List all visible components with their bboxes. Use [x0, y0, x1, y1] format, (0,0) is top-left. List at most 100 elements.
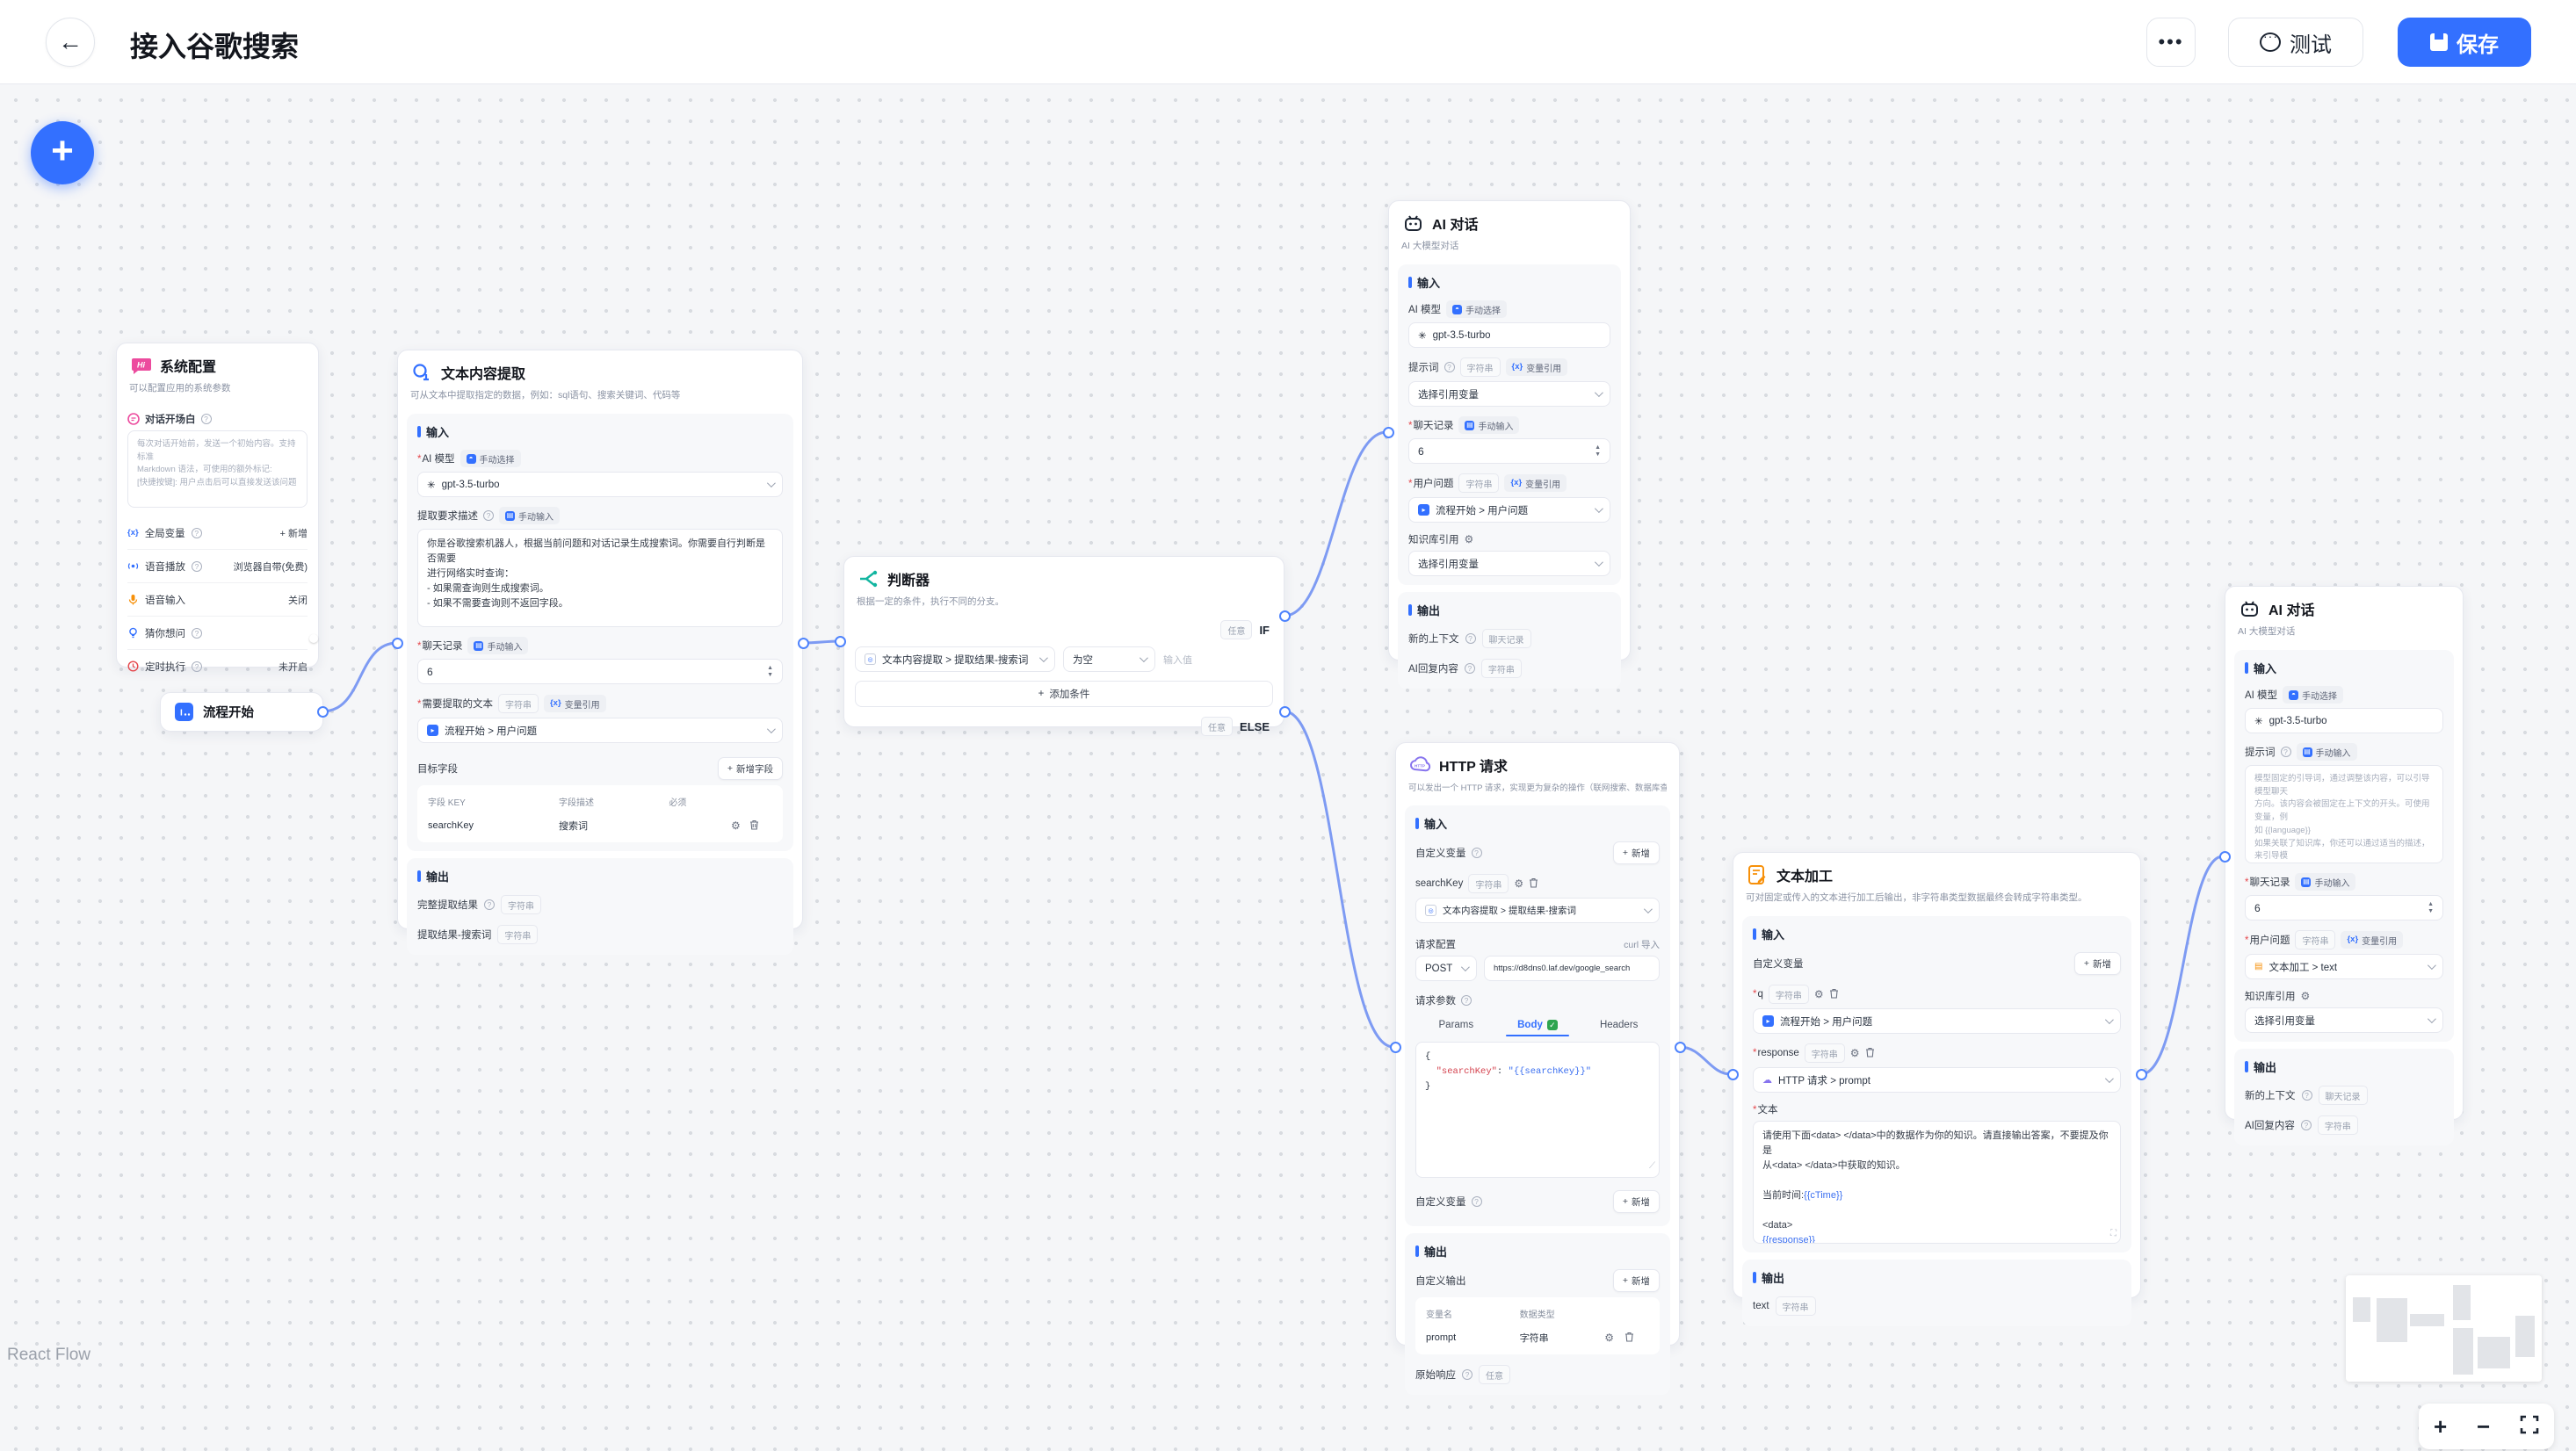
kb-ref-select[interactable]: 选择引用变量 — [1408, 551, 1610, 576]
row-guess-question[interactable]: 猜你想问 ? — [127, 616, 308, 649]
help-icon[interactable]: ? — [1465, 633, 1476, 644]
node-condition[interactable]: 判断器 根据一定的条件，执行不同的分支。 任意 IF ◎ 文本内容提取 > 提取… — [843, 556, 1284, 736]
trash-icon[interactable] — [1829, 988, 1839, 1001]
condition-value-input[interactable]: 输入值 — [1163, 654, 1192, 666]
handle-target[interactable] — [392, 638, 403, 649]
url-input[interactable]: https://d8dns0.laf.dev/google_search — [1484, 956, 1660, 981]
handle-source[interactable] — [798, 638, 809, 649]
curl-import-link[interactable]: curl 导入 — [1624, 939, 1660, 950]
help-icon[interactable]: ? — [1461, 995, 1472, 1006]
text-template-textarea[interactable]: 请使用下面<data> </data>中的数据作为你的知识。请直接输出答案，不要… — [1753, 1121, 2121, 1244]
handle-else-source[interactable] — [1279, 706, 1291, 718]
node-text-process[interactable]: 文本加工 可对固定或传入的文本进行加工后输出，非字符串类型数据最终会转成字符串类… — [1733, 852, 2141, 1326]
handle-source[interactable] — [2136, 1069, 2147, 1080]
add-variable-button[interactable]: +新增 — [1612, 841, 1660, 864]
add-field-button[interactable]: +新增字段 — [717, 757, 783, 780]
tab-body[interactable]: Body✓ — [1497, 1014, 1579, 1036]
opening-textarea[interactable]: 每次对话开始前，发送一个初始内容。支持标准 Markdown 语法，可使用的额外… — [127, 430, 308, 508]
gear-icon[interactable]: ⚙ — [1514, 877, 1524, 890]
condition-source-select[interactable]: ◎ 文本内容提取 > 提取结果-搜索词 — [855, 646, 1055, 672]
stepper-icons[interactable]: ▲▼ — [1595, 444, 1601, 458]
node-ai-chat-top[interactable]: AI 对话 AI 大模型对话 输入 AI 模型 ◓手动选择 ✳ gpt-3.5-… — [1388, 200, 1631, 689]
var-q-select[interactable]: ▸ 流程开始 > 用户问题 — [1753, 1008, 2121, 1034]
chat-history-input[interactable]: 6 ▲▼ — [417, 659, 783, 684]
handle-source[interactable] — [1675, 1042, 1686, 1053]
add-variable-button[interactable]: +新增 — [1612, 1190, 1660, 1213]
handle-target[interactable] — [835, 636, 846, 647]
row-action[interactable]: + 新增 — [279, 528, 308, 539]
table-row[interactable]: prompt 字符串 ⚙ — [1426, 1325, 1649, 1347]
resize-handle-icon[interactable]: ⟋ — [1649, 1162, 1655, 1172]
method-select[interactable]: POST — [1415, 956, 1477, 981]
model-select[interactable]: ✳ gpt-3.5-turbo — [417, 472, 783, 497]
handle-target[interactable] — [2219, 851, 2231, 863]
gear-icon[interactable]: ⚙ — [2300, 990, 2311, 1002]
tab-params[interactable]: Params — [1438, 1020, 1474, 1030]
table-row[interactable]: searchKey 搜索词 ⚙ — [428, 812, 772, 835]
help-icon[interactable]: ? — [484, 899, 495, 910]
add-output-button[interactable]: +新增 — [1612, 1269, 1660, 1292]
add-condition-button[interactable]: +添加条件 — [855, 681, 1273, 707]
trash-icon[interactable] — [1529, 877, 1538, 891]
stepper-icons[interactable]: ▲▼ — [2428, 901, 2434, 914]
gear-icon[interactable]: ⚙ — [1464, 533, 1474, 545]
prompt-textarea[interactable]: 模型固定的引导词，通过调整该内容，可以引导模型聊天 方向。该内容会被固定在上下文… — [2245, 765, 2443, 863]
body-code-editor[interactable]: { "searchKey": "{{searchKey}}" }⟋ — [1415, 1042, 1660, 1178]
kb-ref-select[interactable]: 选择引用变量 — [2245, 1007, 2443, 1033]
row-tts[interactable]: 语音播放 ? 浏览器自带(免费) — [127, 549, 308, 582]
flow-canvas[interactable]: + Hi 系统配置 可以配置应用的系统参数 对话开场白 ? 每次对话开始前，发送… — [0, 84, 2576, 1451]
handle-source[interactable] — [317, 706, 329, 718]
help-icon[interactable]: ? — [2301, 1090, 2312, 1101]
minimap[interactable] — [2346, 1275, 2542, 1382]
handle-target[interactable] — [1390, 1042, 1401, 1053]
trash-icon[interactable] — [749, 819, 759, 833]
node-ai-chat-right[interactable]: AI 对话 AI 大模型对话 输入 AI 模型 ◓手动选择 ✳ gpt-3.5-… — [2225, 586, 2464, 1145]
trash-icon[interactable] — [1865, 1047, 1875, 1060]
tab-headers[interactable]: Headers — [1599, 1020, 1639, 1030]
help-icon[interactable]: ? — [2280, 747, 2291, 757]
test-button[interactable]: 测试 — [2228, 18, 2363, 67]
more-options-button[interactable]: ••• — [2146, 18, 2196, 67]
model-select[interactable]: ✳ gpt-3.5-turbo — [2245, 708, 2443, 733]
help-icon[interactable]: ? — [200, 414, 212, 424]
node-http-request[interactable]: HTTP HTTP 请求 可以发出一个 HTTP 请求，实现更为复杂的操作（联网… — [1395, 742, 1680, 1395]
help-icon[interactable]: ? — [1462, 1369, 1473, 1380]
gear-icon[interactable]: ⚙ — [1604, 1332, 1614, 1344]
handle-target[interactable] — [1727, 1069, 1739, 1080]
row-speech-input[interactable]: 语音输入 关闭 — [127, 582, 308, 616]
var-response-select[interactable]: ☁ HTTP 请求 > prompt — [1753, 1067, 2121, 1093]
row-global-variables[interactable]: {x} 全局变量 ? + 新增 — [127, 516, 308, 549]
help-icon[interactable]: ? — [2300, 1120, 2312, 1130]
zoom-in-button[interactable]: + — [2433, 1412, 2448, 1440]
add-variable-button[interactable]: +新增 — [2073, 952, 2121, 975]
fit-view-button[interactable] — [2520, 1413, 2539, 1440]
node-system-config[interactable]: Hi 系统配置 可以配置应用的系统参数 对话开场白 ? 每次对话开始前，发送一个… — [116, 343, 319, 673]
resize-handle-icon[interactable]: ⛶ — [2110, 1228, 2117, 1238]
back-button[interactable]: ← — [46, 18, 95, 67]
node-text-extract[interactable]: 文本内容提取 可从文本中提取指定的数据，例如：sql语句、搜索关键词、代码等 输… — [397, 350, 803, 955]
gear-icon[interactable]: ⚙ — [730, 819, 741, 832]
save-button[interactable]: 保存 — [2398, 18, 2531, 67]
handle-target[interactable] — [1383, 427, 1394, 438]
help-icon[interactable]: ? — [1444, 362, 1455, 372]
help-icon[interactable]: ? — [483, 510, 494, 521]
stepper-icons[interactable]: ▲▼ — [767, 665, 773, 678]
help-icon[interactable]: ? — [1471, 848, 1482, 858]
help-icon[interactable]: ? — [192, 627, 202, 639]
add-node-button[interactable]: + — [31, 121, 94, 184]
row-scheduled-run[interactable]: 定时执行 ? 未开启 — [127, 649, 308, 682]
help-icon[interactable]: ? — [1471, 1196, 1482, 1207]
user-question-select[interactable]: ▤ 文本加工 > text — [2245, 954, 2443, 979]
desc-textarea[interactable]: 你是谷歌搜索机器人，根据当前问题和对话记录生成搜索词。你需要自行判断是否需要 进… — [417, 529, 783, 627]
trash-icon[interactable] — [1624, 1332, 1634, 1345]
prompt-var-select[interactable]: 选择引用变量 — [1408, 381, 1610, 407]
zoom-out-button[interactable]: − — [2477, 1412, 2491, 1440]
help-icon[interactable]: ? — [192, 661, 202, 672]
condition-op-select[interactable]: 为空 — [1063, 646, 1155, 672]
model-select[interactable]: ✳ gpt-3.5-turbo — [1408, 322, 1610, 348]
chat-history-input[interactable]: 6 ▲▼ — [2245, 895, 2443, 920]
chat-history-input[interactable]: 6 ▲▼ — [1408, 438, 1610, 464]
help-icon[interactable]: ? — [192, 560, 202, 572]
var-ref-select[interactable]: ◎ 文本内容提取 > 提取结果-搜索词 — [1415, 898, 1660, 923]
handle-if-source[interactable] — [1279, 610, 1291, 622]
